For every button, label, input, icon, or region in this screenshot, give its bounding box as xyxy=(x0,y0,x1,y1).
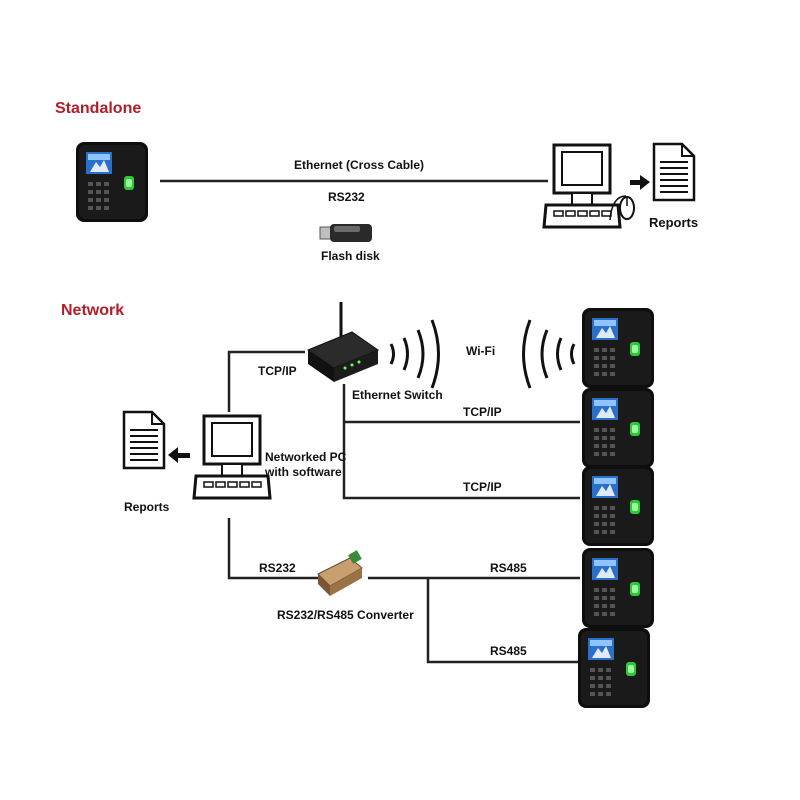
ethernet-cross-cable-label: Ethernet (Cross Cable) xyxy=(294,158,425,172)
ethernet-switch-label: Ethernet Switch xyxy=(352,388,443,402)
time-attendance-terminal-icon xyxy=(578,628,650,708)
report-document-icon xyxy=(122,410,166,470)
networked-pc-label-line1: Networked PC xyxy=(265,450,347,464)
mouse-icon xyxy=(609,195,635,221)
network-section xyxy=(122,302,654,708)
rs485-label-1: RS485 xyxy=(490,561,527,575)
desktop-pc-icon xyxy=(542,143,622,229)
router-tcpip-label: TCP/IP xyxy=(258,364,297,378)
tcpip-label-2: TCP/IP xyxy=(463,480,502,494)
arrow-left-icon xyxy=(168,447,190,463)
time-attendance-terminal-icon xyxy=(76,142,148,222)
standalone-title: Standalone xyxy=(55,100,142,117)
time-attendance-terminal-icon xyxy=(582,466,654,546)
network-reports-label: Reports xyxy=(124,500,170,514)
networked-pc-icon xyxy=(192,414,272,500)
wireless-router-icon xyxy=(306,302,380,382)
networked-pc-label-line2: with software xyxy=(265,465,342,479)
reports-label: Reports xyxy=(649,215,699,230)
wifi-signal-icon xyxy=(389,319,576,389)
standalone-section xyxy=(76,142,696,242)
rs232-network-label: RS232 xyxy=(259,561,296,575)
time-attendance-terminal-icon xyxy=(582,388,654,468)
rs232-rs485-converter-icon xyxy=(317,550,363,596)
converter-label: RS232/RS485 Converter xyxy=(277,608,414,622)
report-document-icon xyxy=(652,142,696,202)
usb-flash-disk-icon xyxy=(319,224,372,242)
network-title: Network xyxy=(61,302,125,319)
arrow-right-icon xyxy=(630,175,650,190)
rs485-label-2: RS485 xyxy=(490,644,527,658)
wifi-label: Wi-Fi xyxy=(466,344,496,358)
flash-disk-label: Flash disk xyxy=(321,249,380,263)
tcpip-label-1: TCP/IP xyxy=(463,405,502,419)
network-link-lines xyxy=(227,350,580,664)
rs232-label: RS232 xyxy=(328,190,365,204)
time-attendance-terminal-icon xyxy=(582,548,654,628)
time-attendance-terminal-icon xyxy=(582,308,654,388)
